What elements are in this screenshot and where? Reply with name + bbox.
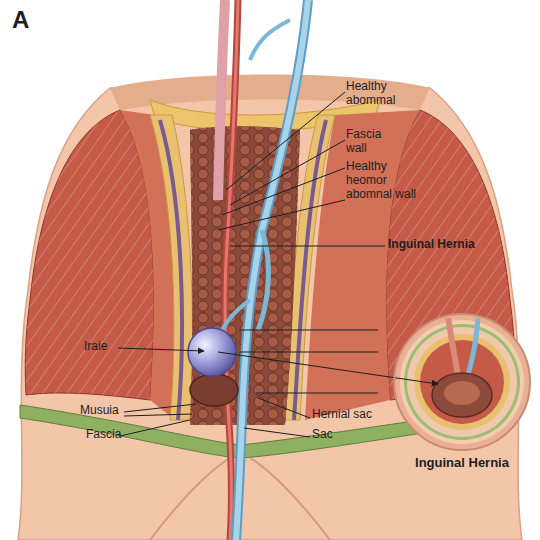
hernia-bulge: [188, 328, 236, 376]
leader-line: [230, 246, 385, 247]
inset-vessel: [468, 318, 478, 375]
panel-letter: A: [12, 6, 52, 34]
leader-line: [230, 140, 345, 205]
leader-line: [222, 168, 345, 215]
groin-line: [150, 458, 230, 540]
groin-line: [250, 458, 330, 540]
inset-ring: [420, 340, 504, 424]
fascia-line: [160, 120, 182, 420]
oblique-muscle: [25, 110, 154, 400]
leader-line: [120, 420, 190, 436]
torso-skin: [18, 88, 522, 540]
part-label: Inguinal Hernia: [388, 238, 538, 252]
part-label: Musuia: [80, 404, 140, 418]
leader-line: [124, 404, 196, 412]
inset-ring: [400, 320, 524, 444]
inset-sac: [432, 373, 492, 417]
inset-sac-core: [444, 381, 480, 405]
inset-circle: Inguinal Hernia: [392, 312, 532, 492]
inset-ring: [394, 314, 530, 450]
part-label: Hernial sac: [312, 408, 402, 422]
hernial-sac: [190, 374, 238, 406]
vein-branch: [250, 20, 290, 60]
inset-caption: Inguinal Hernia: [414, 456, 510, 471]
vein: [236, 0, 308, 540]
part-label: Sac: [312, 428, 372, 442]
muscle-fibres: [25, 110, 154, 400]
leader-line: [218, 200, 345, 230]
arrow-line: [118, 348, 204, 351]
part-label: Healthy heomor abomnal wall: [346, 160, 428, 201]
circle-border: [394, 314, 530, 450]
vein-branch: [258, 230, 268, 330]
fascia-layer: [150, 115, 193, 420]
part-label: Healthy abommal: [346, 80, 416, 108]
inset-cord: [448, 318, 458, 375]
part-label: Fascia: [86, 428, 146, 442]
spermatic-cord: [218, 0, 225, 200]
leader-line: [258, 398, 310, 418]
leader-line: [240, 330, 378, 331]
leader-lines: [118, 92, 438, 437]
leader-line: [124, 414, 192, 416]
arrow-line: [218, 352, 438, 384]
leader-line: [256, 393, 378, 394]
vein-highlight: [236, 0, 308, 540]
part-label: Fascia wall: [346, 128, 401, 156]
part-label: Iraie: [84, 340, 134, 354]
inset-ring: [414, 334, 510, 430]
leader-line: [240, 352, 378, 353]
leader-line: [244, 428, 310, 437]
